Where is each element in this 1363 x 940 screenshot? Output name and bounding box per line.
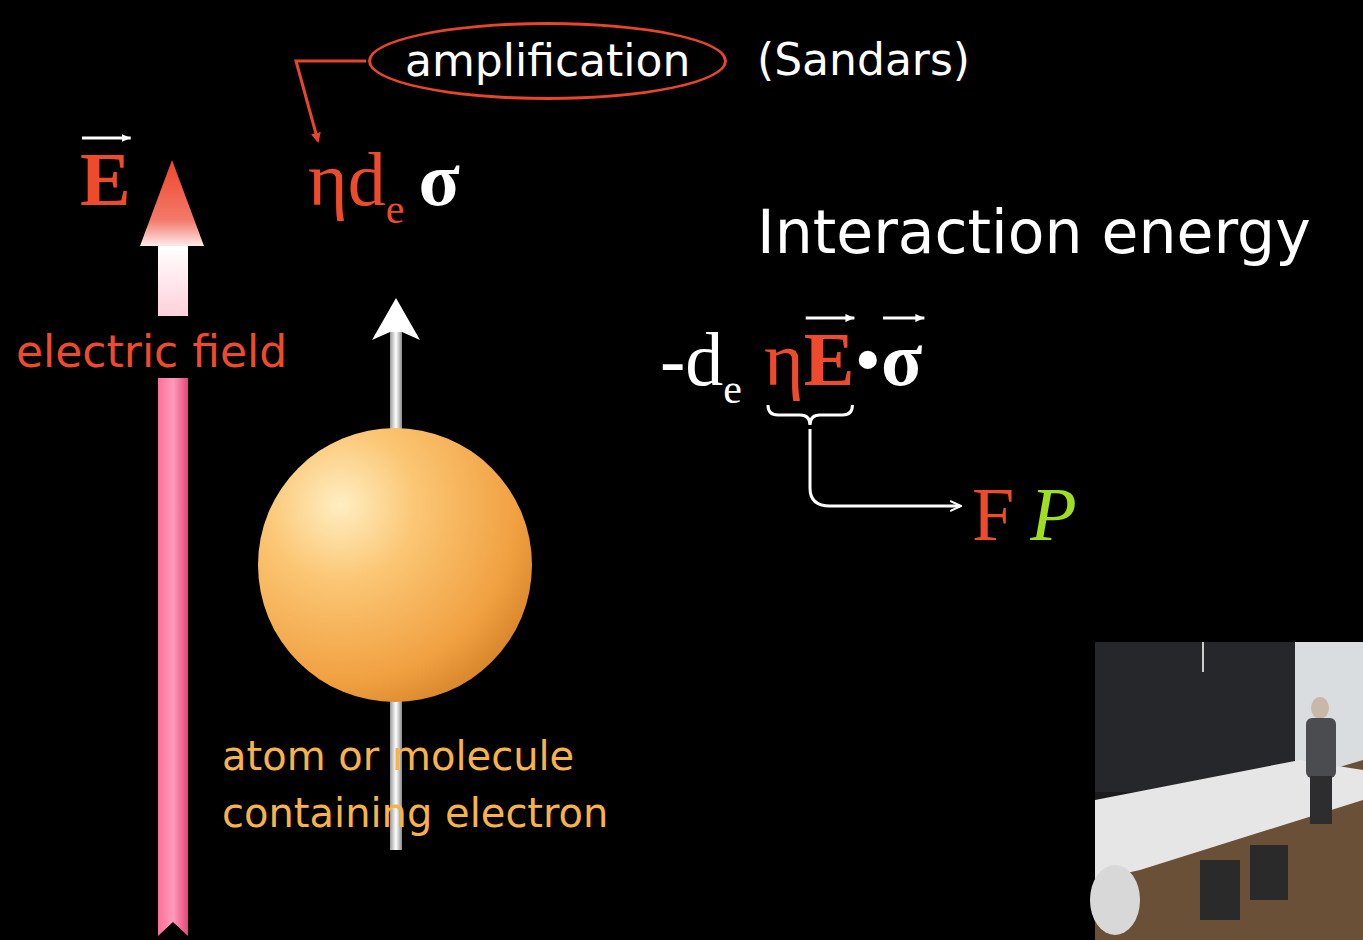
math-symbol: ηd <box>308 137 386 221</box>
formula: ηdeσ <box>308 141 460 217</box>
webcam-person <box>1090 865 1140 935</box>
atom-label: atom or molecule containing electron <box>222 728 692 842</box>
brace <box>768 405 852 425</box>
math-symbol: η <box>764 317 804 401</box>
atom-sphere <box>258 428 532 702</box>
callout-text: amplification <box>405 39 690 83</box>
callout-ellipse: amplification <box>368 22 727 100</box>
leader-line <box>296 61 366 141</box>
field-arrow-head <box>140 160 204 246</box>
math-symbol: F <box>972 472 1014 556</box>
field-label: electric field <box>16 330 287 374</box>
math-operator: • <box>854 317 881 401</box>
pointer-arrow <box>810 429 960 506</box>
webcam-chair <box>1200 860 1240 920</box>
field-arrow-shaft <box>158 378 188 936</box>
webcam-person <box>1311 697 1329 719</box>
webcam-person <box>1310 776 1332 824</box>
field-arrow-shaft <box>158 246 188 316</box>
math-subscript: e <box>723 366 742 412</box>
math-symbol: σ <box>418 137 459 221</box>
heading-label: Interaction energy <box>757 202 1311 262</box>
formula: E <box>80 141 131 217</box>
webcam-person <box>1306 718 1336 778</box>
math-symbol: -d <box>660 317 723 401</box>
attribution: (Sandars) <box>757 38 970 82</box>
formula: -deηE•σ <box>660 321 922 397</box>
math-symbol: P <box>1030 472 1076 556</box>
field-symbol: E <box>80 137 131 221</box>
math-symbol: E <box>804 317 855 401</box>
math-subscript: e <box>386 186 405 232</box>
webcam-cord <box>1202 642 1204 672</box>
spin-arrow-head <box>372 298 420 340</box>
formula: FP <box>972 476 1077 552</box>
webcam-chair <box>1250 845 1288 900</box>
spin-axis <box>390 330 402 440</box>
math-symbol: σ <box>881 317 922 401</box>
